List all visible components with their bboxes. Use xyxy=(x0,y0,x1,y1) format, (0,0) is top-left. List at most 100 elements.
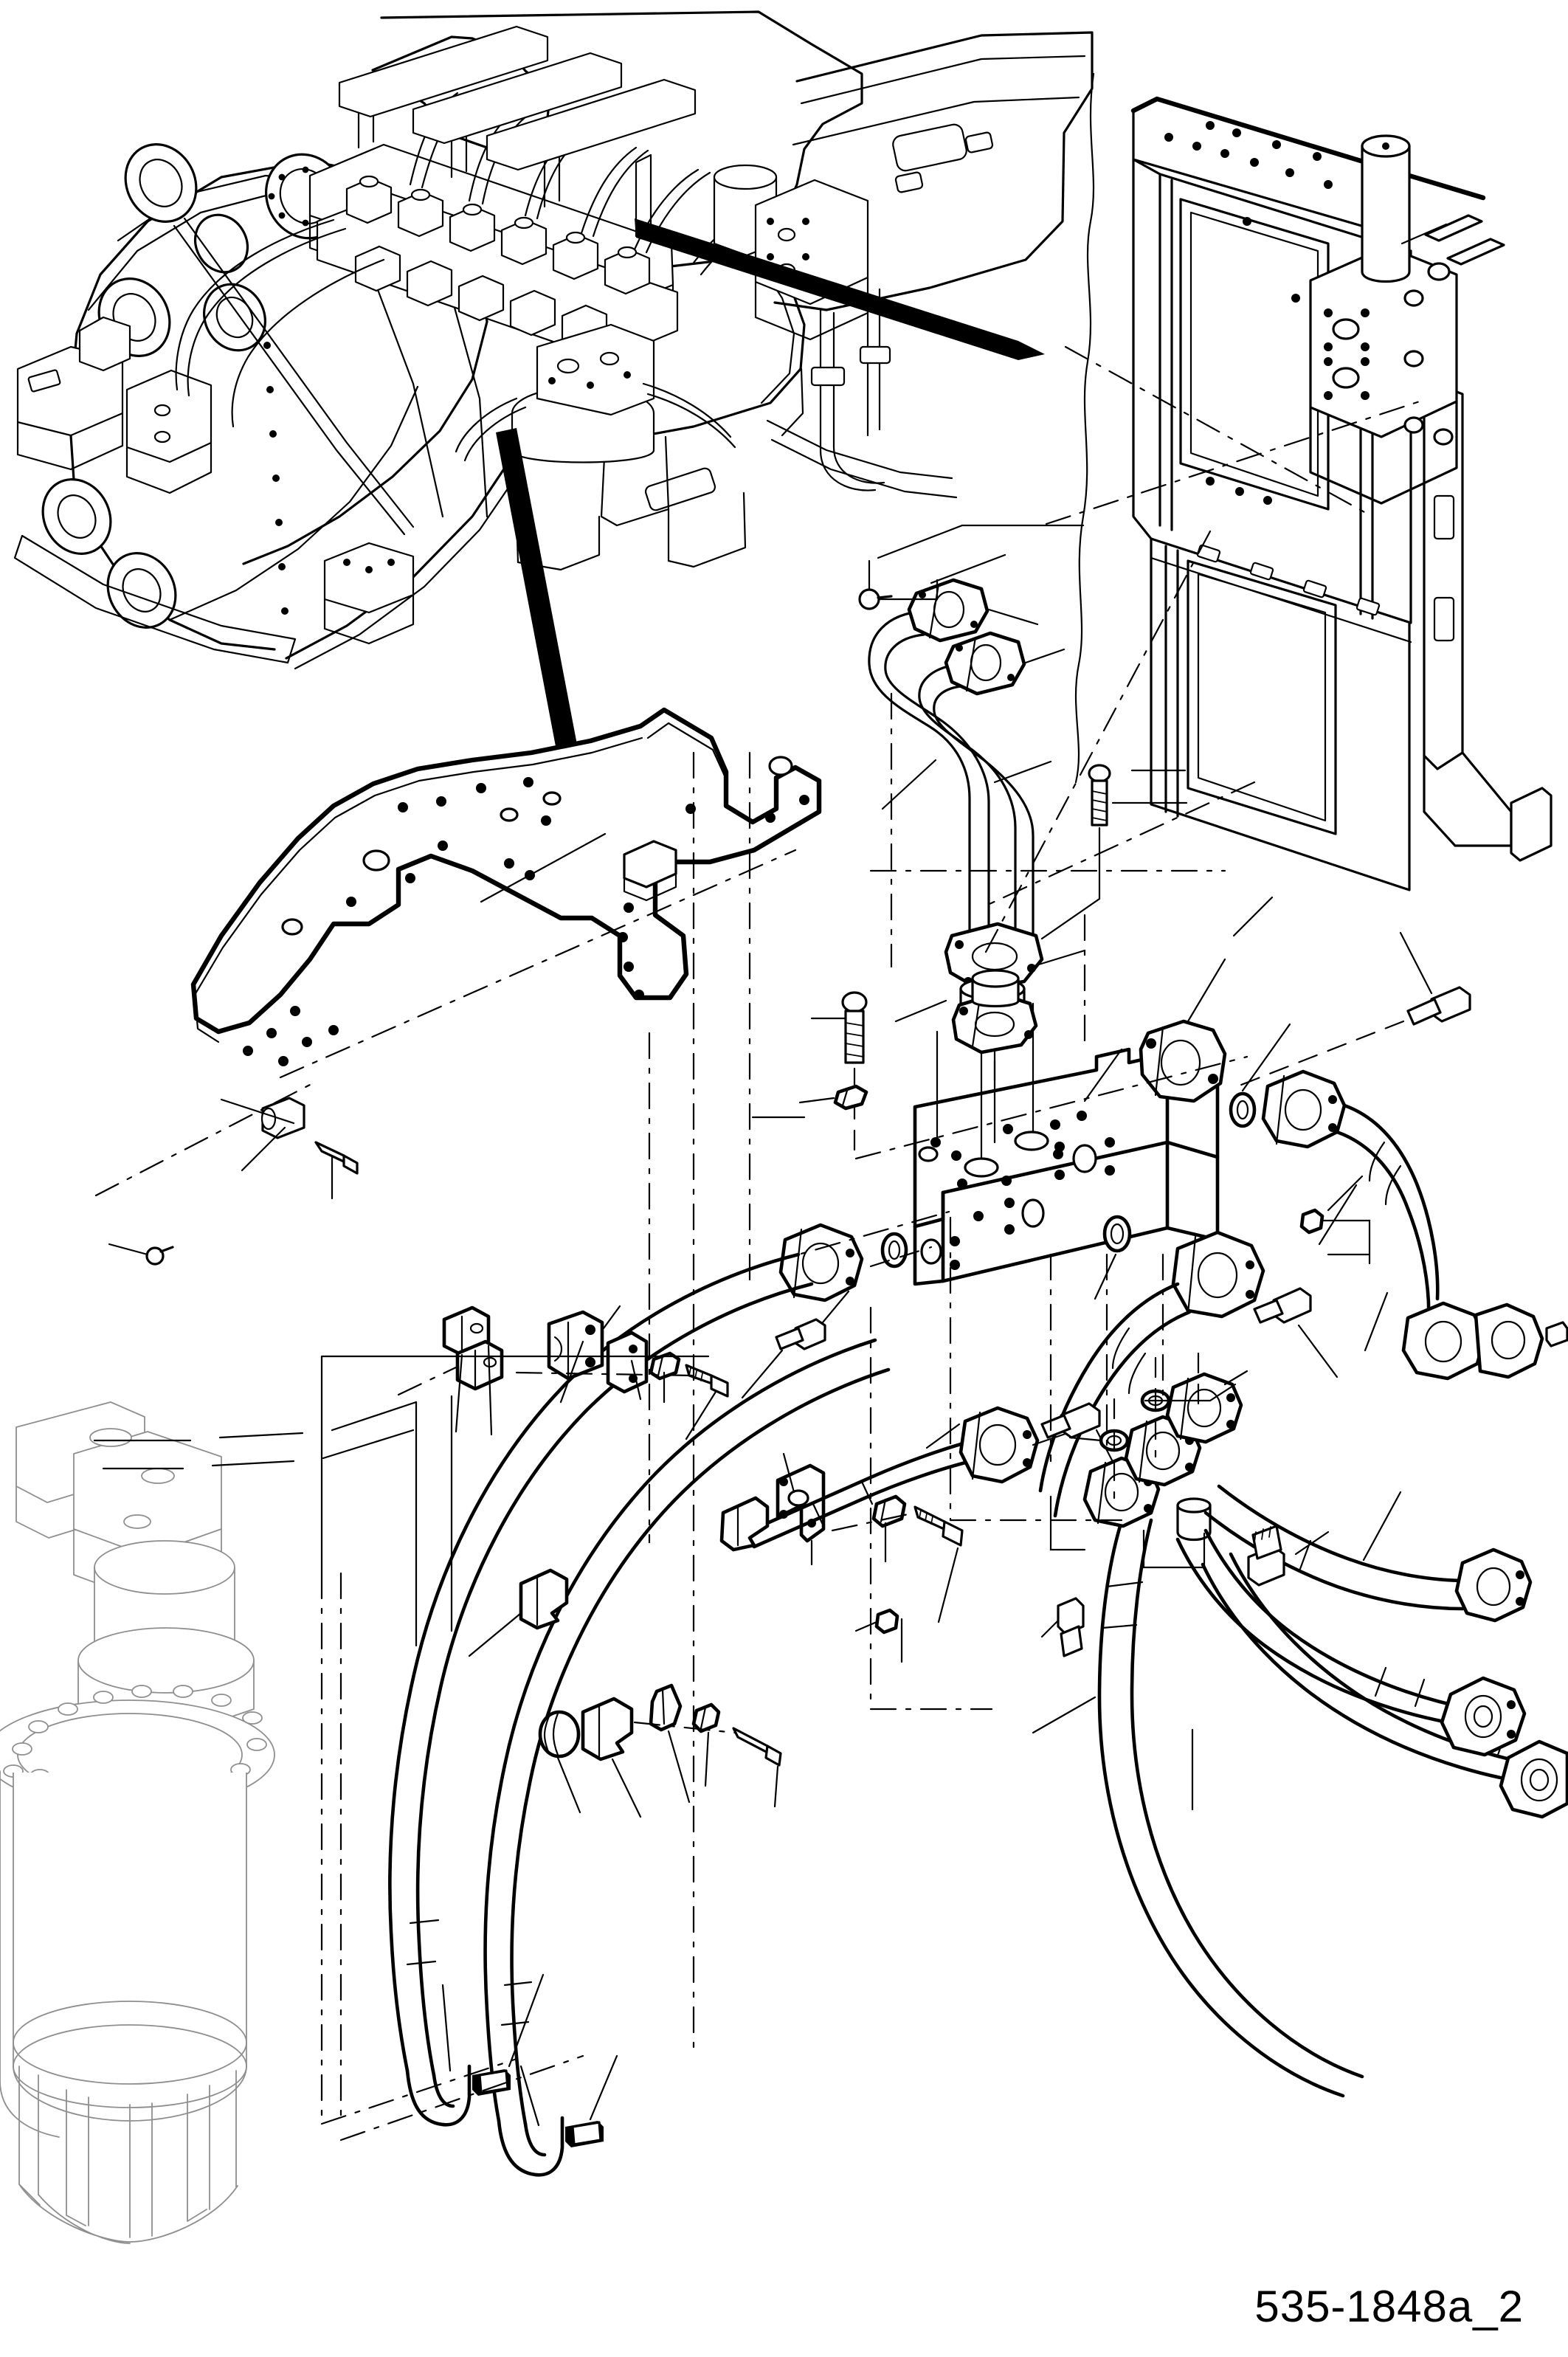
short-tube-bolt xyxy=(1040,1402,1123,1480)
o-ring-bottom-bore xyxy=(1110,1223,1125,1245)
frame-tube-down-1 xyxy=(819,308,877,491)
tube-clamp-bolt xyxy=(858,559,939,610)
manifold-socket-bolt-left xyxy=(810,991,868,1153)
frame-rib-2 xyxy=(667,491,747,568)
panel-right-foot-block xyxy=(1510,787,1553,862)
block-pin-edge xyxy=(1401,223,1448,245)
spacer-bush-icon xyxy=(261,1097,305,1139)
leader-hose-right-upper xyxy=(1318,1184,1358,1246)
leader-hex-bolt-1b xyxy=(1040,826,1101,940)
leader-clamp-block-1 xyxy=(559,1340,584,1404)
leader-o-ring-bottom xyxy=(1094,1253,1117,1300)
bundle-hose-2-inner xyxy=(1203,1528,1474,1711)
leader-bundle-o-ring-2 xyxy=(1144,1383,1237,1402)
short-tube-crimp-a xyxy=(812,1502,825,1528)
swivel-hose-b xyxy=(463,406,527,462)
leader-frame-to-tube-1 xyxy=(877,524,1085,559)
manifold-split-flange-right xyxy=(1139,958,1227,1103)
hose-left-1-inner xyxy=(415,1282,814,2077)
clamp-nut-upper xyxy=(1299,1175,1371,1265)
leader-clamp-nut-upper xyxy=(1327,1175,1364,1212)
leader-clamp-nut-2 xyxy=(854,1621,878,1632)
manifold-hose-left-lower xyxy=(741,1223,933,1399)
elbow-hose-inner xyxy=(1203,1511,1465,1611)
leader-clamp-nut-upper-2 xyxy=(1321,1219,1371,1265)
detail-arrow-down-icon xyxy=(496,428,581,791)
panel-window-2 xyxy=(1187,559,1337,835)
leader-adapter xyxy=(894,999,947,1023)
tube-clamp-1 xyxy=(810,366,846,387)
hose-clamp-set-2 xyxy=(719,1452,964,1623)
boom-casting-edge-b xyxy=(87,192,276,311)
pin-boss-6-bore xyxy=(57,494,97,539)
pin-boss-1-bore xyxy=(139,159,183,207)
leader-swing-motor-a3 xyxy=(331,1401,418,1432)
small-bolt-head xyxy=(145,1246,165,1266)
panel-mid-rail-b xyxy=(1150,556,1412,643)
centerline-bracket-lower xyxy=(869,1306,993,1711)
bank-cross-beam-1 xyxy=(338,25,549,118)
panel-centerline-a xyxy=(1045,398,1426,525)
bundle-hose-1-inner xyxy=(1130,1518,1364,2079)
short-tube-bolt-shank xyxy=(1040,1414,1071,1439)
leader-block-flange xyxy=(1232,896,1274,937)
frame-rib-1 xyxy=(600,435,670,527)
bundle-hose-3-outer xyxy=(1201,1562,1556,1788)
hose-right-end-bore xyxy=(1424,1320,1462,1363)
leader-split-flange-r xyxy=(1187,958,1226,1023)
hose-right-upper-inner xyxy=(1335,1130,1431,1323)
manifold-ear-hole xyxy=(918,1146,939,1162)
hose-right-crimp-a xyxy=(1368,1141,1386,1182)
panel-body-lower xyxy=(1150,537,1411,891)
manifold-block-assembly xyxy=(741,931,1568,1518)
post-slot-2 xyxy=(1433,596,1455,642)
construction-centerlines xyxy=(320,530,1256,2142)
leader-bundle-bolt-2 xyxy=(1294,1531,1330,1556)
manifold-block-left-ear xyxy=(913,1224,945,1286)
panel-right-foot xyxy=(1423,751,1513,847)
clamp-loose-mid xyxy=(519,1568,569,1630)
manifold-right-ports xyxy=(1054,1137,1115,1180)
plate-centerline xyxy=(279,849,797,1079)
swivel-hose-d xyxy=(646,393,736,449)
leader-bushing-2 xyxy=(241,1126,286,1172)
leader-mounting-plate xyxy=(480,832,607,903)
hose-right-flange-bore xyxy=(1284,1088,1322,1131)
frame-bottom-sill xyxy=(766,419,953,480)
plate-small-box-side xyxy=(623,872,677,902)
hose-right-end-bolt xyxy=(1545,1321,1568,1347)
block-pin-1 xyxy=(1424,214,1483,242)
frame-lower-edge-inner xyxy=(294,468,522,670)
small-bracket-left xyxy=(78,316,131,372)
clamp-washer-1 xyxy=(649,1351,681,1381)
valve-hose-left-a xyxy=(175,218,335,391)
leader-clamp-bracket-3 xyxy=(667,1730,691,1804)
panel-mid-rail-bolts xyxy=(1196,544,1381,616)
view-upper-left-revolving-frame xyxy=(13,10,1094,670)
clamp-bolt-3-head xyxy=(764,1745,782,1767)
detail-arrow-right-icon xyxy=(635,218,1045,360)
swing-drum-ribs xyxy=(18,2066,238,2244)
bundle-flange-3 xyxy=(1165,1372,1243,1444)
figure-caption: 535-1848a_2 xyxy=(1254,2282,1524,2331)
valve-left-cap-side xyxy=(125,441,213,494)
valve-left-cap xyxy=(125,369,213,463)
frame-rib-4 xyxy=(781,367,804,437)
plate-bolt-head xyxy=(342,1154,359,1175)
view-lower-left-swing-motor xyxy=(0,1395,453,2244)
hose-end-bolts-bottom xyxy=(441,1973,618,2147)
manifold-hose-bottom-right xyxy=(1038,1230,1339,1518)
socket-bolt-head-l xyxy=(841,991,868,1013)
leader-swing-motor-b2 xyxy=(211,1460,295,1467)
clamp-axis-1 xyxy=(515,1371,695,1377)
end-bolt-2-thread xyxy=(571,2121,602,2146)
elbow-hose-end-flange xyxy=(1454,1547,1533,1623)
leader-hose-bottom-bolt xyxy=(1297,1324,1339,1378)
leader-end-bolt-3 xyxy=(519,2065,540,2127)
swing-drum-bottom-ring-2 xyxy=(13,2001,247,2085)
leader-flange-lower xyxy=(1030,949,1086,968)
leader-washer-l xyxy=(798,1097,835,1104)
leader-bundle-bracket-b xyxy=(1142,1529,1206,1569)
hose-bottom-outer xyxy=(1038,1282,1180,1493)
